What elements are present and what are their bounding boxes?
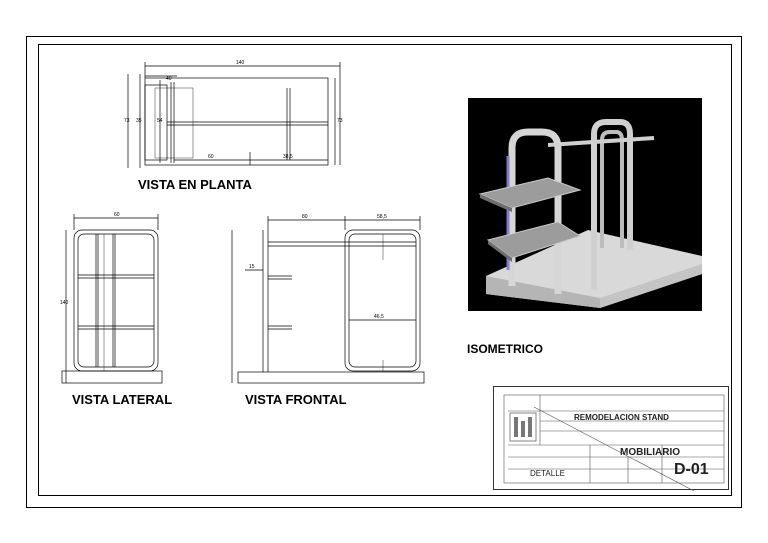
iso-top-rail [547,136,655,147]
frontal-view-label: VISTA FRONTAL [245,392,347,407]
iso-back-frame [591,119,633,290]
dim-lateral-height: 140 [60,300,69,306]
lateral-view-label: VISTA LATERAL [72,392,173,407]
outer-border [26,36,742,508]
plan-view [127,62,341,168]
dim-plan-bottom-right: 38,5 [283,154,293,160]
dim-plan-inner: 35 [136,118,142,124]
sheet-number: D-01 [674,461,709,478]
dim-plan-height-right: 73 [337,118,343,124]
title-block-grid [503,394,725,491]
plan-view-label: VISTA EN PLANTA [138,177,252,192]
dim-frontal-right: 58,5 [377,214,387,220]
isometric-view-label: ISOMETRICO [467,342,544,356]
iso-shelf-top [478,177,582,209]
dim-lateral-width: 60 [114,212,120,218]
detail-label: DETALLE [530,469,565,478]
dim-plan-left: 40 [166,76,172,82]
title-block: REMODELACION STAND MOBILIARIO DETALLE D-… [493,386,729,491]
dim-frontal-mid: 46,5 [374,314,384,320]
subject-title: MOBILIARIO [620,447,680,458]
lateral-view [61,214,163,384]
iso-front-frame [508,128,562,294]
project-title: REMODELACION STAND [574,413,669,422]
isometric-render [468,98,702,311]
dim-frontal-shelf: 15 [249,264,255,270]
dim-plan-bottom-mid: 60 [208,154,214,160]
dim-plan-height-mid: 54 [157,118,163,124]
dim-plan-height-left: 73 [124,118,130,124]
inner-border [38,44,732,496]
isometric-drawing [478,119,702,308]
dim-frontal-left: 80 [302,214,308,220]
dim-plan-width: 140 [236,60,245,66]
frontal-view [231,216,425,384]
